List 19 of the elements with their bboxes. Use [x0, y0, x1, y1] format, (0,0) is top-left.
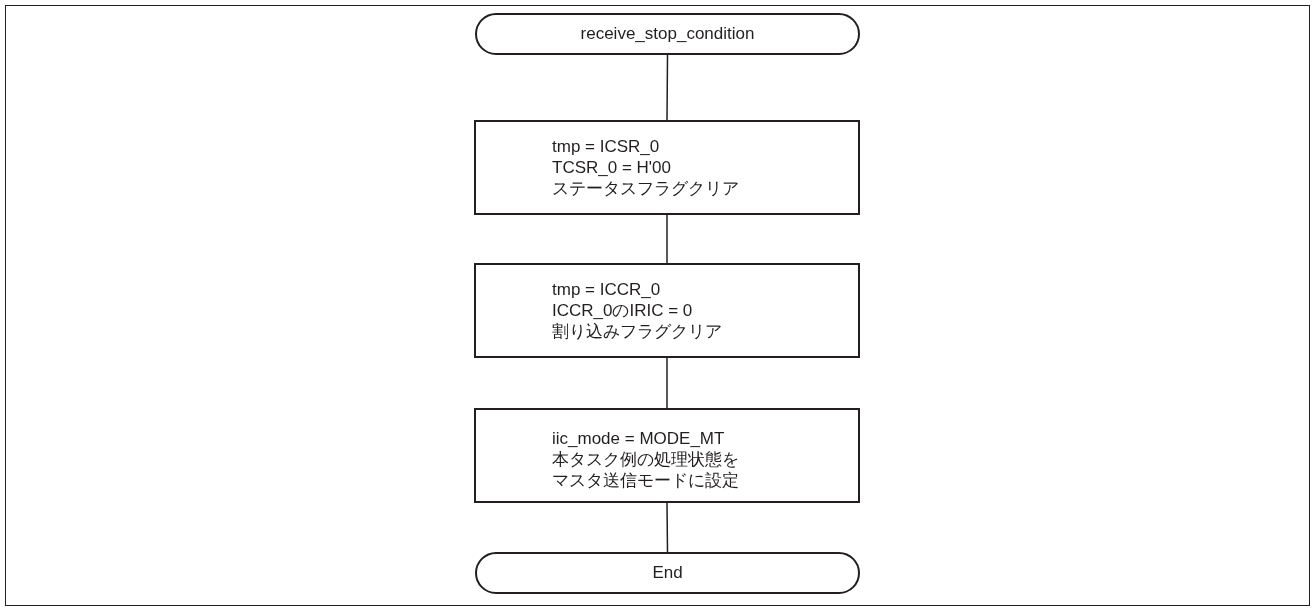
process-box — [474, 120, 860, 215]
connector-line — [666, 214, 668, 264]
process-text: iic_mode = MODE_MT — [552, 428, 726, 449]
process-box — [474, 263, 860, 358]
process-box — [474, 408, 860, 503]
terminal-label: End — [652, 563, 683, 583]
connector-line — [666, 54, 669, 121]
process-text: 割り込みフラグクリア — [552, 321, 723, 342]
terminal-box — [475, 552, 860, 594]
process-text: tmp = ICCR_0 — [552, 279, 662, 300]
connector-line — [666, 502, 669, 553]
process-text: ステータスフラグクリア — [552, 178, 740, 199]
process-text: TCSR_0 = H'00 — [552, 157, 672, 178]
connector-line — [666, 357, 668, 409]
process-text: tmp = ICSR_0 — [552, 136, 661, 157]
process-text: 本タスク例の処理状態をマスタ送信モードに設定 — [552, 449, 740, 491]
terminal-box — [475, 13, 860, 55]
process-text: ICCR_0のIRIC = 0 — [552, 300, 694, 321]
terminal-label: receive_stop_condition — [580, 24, 755, 44]
